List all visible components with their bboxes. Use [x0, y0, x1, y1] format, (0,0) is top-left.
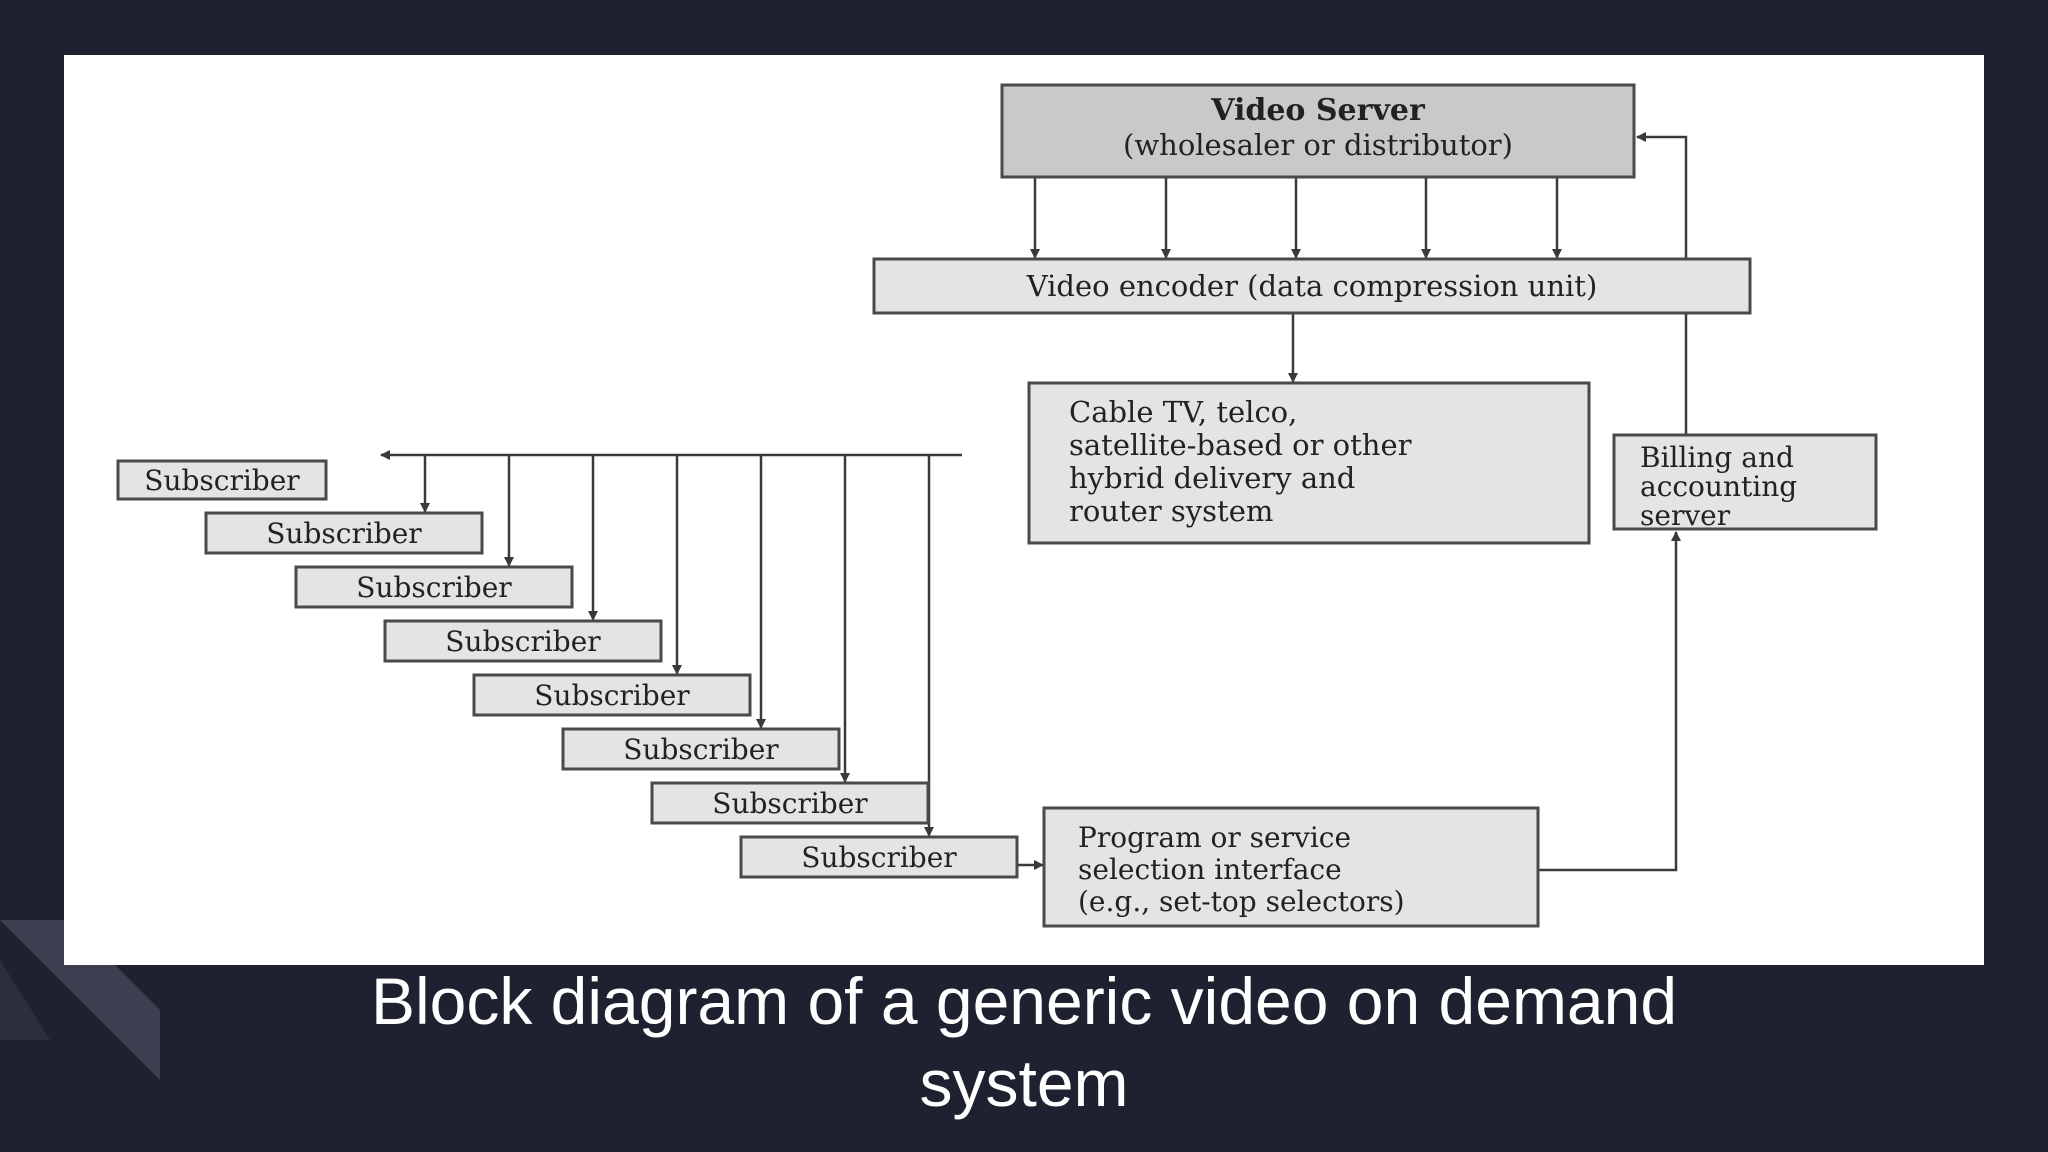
server-to-encoder-arrows: [1030, 177, 1562, 259]
subscriber-box-5: Subscriber: [472, 673, 752, 717]
billing-to-server-arrow: [1636, 132, 1688, 434]
video-server-box: Video Server (wholesaler or distributor): [1000, 83, 1636, 179]
selection-line-2: selection interface: [1078, 853, 1342, 886]
subscriber-box-3: Subscriber: [294, 565, 574, 609]
video-server-title: Video Server: [1210, 93, 1426, 128]
delivery-line-2: satellite-based or other: [1069, 428, 1412, 462]
subscriber-label-5: Subscriber: [534, 679, 690, 712]
subscriber-label-2: Subscriber: [266, 517, 422, 550]
caption-line-2: system: [919, 1046, 1129, 1120]
slide-caption: Block diagram of a generic video on dema…: [0, 960, 2048, 1124]
subscriber-box-1: Subscriber: [116, 459, 328, 501]
diagram-panel: Video Server (wholesaler or distributor)…: [64, 55, 1984, 965]
subscriber-label-8: Subscriber: [801, 841, 957, 874]
delivery-line-4: router system: [1069, 494, 1273, 528]
subscriber-box-4: Subscriber: [383, 619, 663, 663]
billing-server-box: Billing and accounting server: [1612, 433, 1878, 532]
delivery-system-box: Cable TV, telco, satellite-based or othe…: [1027, 381, 1591, 545]
selection-to-billing-arrow: [1539, 531, 1681, 872]
vod-block-diagram: Video Server (wholesaler or distributor)…: [116, 83, 1878, 928]
delivery-line-1: Cable TV, telco,: [1069, 395, 1297, 429]
selection-line-1: Program or service: [1078, 821, 1351, 854]
distribution-bus: [380, 450, 962, 837]
subscriber-box-8: Subscriber: [739, 835, 1019, 879]
subscriber-label-4: Subscriber: [445, 625, 601, 658]
video-encoder-label: Video encoder (data compression unit): [1026, 269, 1598, 303]
selection-line-3: (e.g., set-top selectors): [1078, 885, 1405, 918]
subscriber-box-7: Subscriber: [650, 781, 930, 825]
subscriber-label-1: Subscriber: [144, 464, 300, 497]
billing-line-1: Billing and: [1640, 441, 1794, 474]
selection-interface-box: Program or service selection interface (…: [1042, 806, 1540, 928]
subscriber-box-6: Subscriber: [561, 727, 841, 771]
subscriber-label-6: Subscriber: [623, 733, 779, 766]
delivery-line-3: hybrid delivery and: [1069, 461, 1355, 495]
video-server-subtitle: (wholesaler or distributor): [1123, 128, 1513, 162]
subscriber-label-7: Subscriber: [712, 787, 868, 820]
billing-line-2: accounting: [1640, 470, 1797, 503]
billing-line-3: server: [1640, 499, 1731, 532]
subscriber-label-3: Subscriber: [356, 571, 512, 604]
subscriber-box-2: Subscriber: [204, 511, 484, 555]
decoration-stripe-light: [0, 920, 160, 1080]
decoration-stripe-dark: [0, 960, 50, 1040]
video-encoder-box: Video encoder (data compression unit): [872, 257, 1752, 315]
caption-line-1: Block diagram of a generic video on dema…: [370, 964, 1678, 1038]
